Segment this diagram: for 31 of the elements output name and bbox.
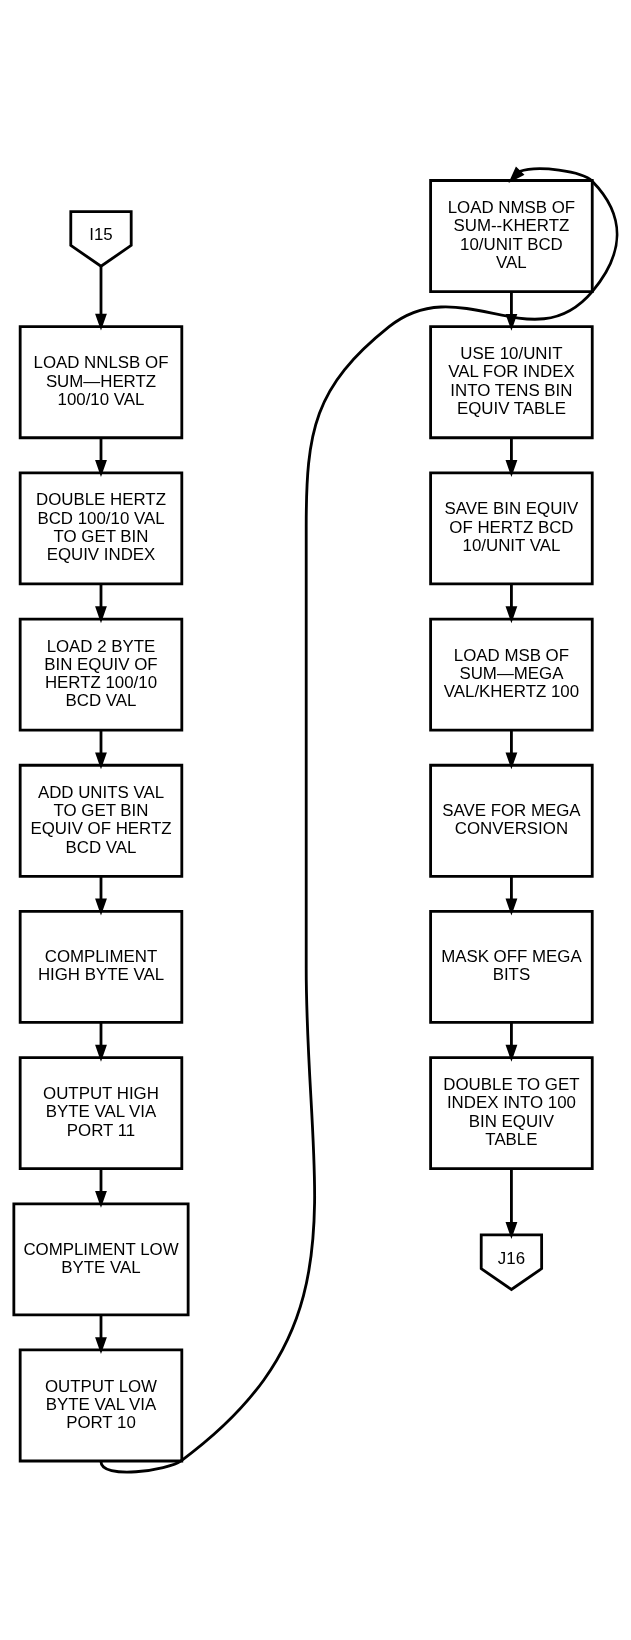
node-box: SAVE FOR MEGA CONVERSION [429,763,594,878]
node-box: OUTPUT LOW BYTE VAL VIA PORT 10 [18,1348,184,1462]
node-box: MASK OFF MEGA BITS [429,909,594,1024]
arrow [505,729,518,769]
arrow [95,1022,107,1062]
node-box: OUTPUT HIGH BYTE VAL VIA PORT 11 [18,1055,184,1170]
node-box: DOUBLE TO GET INDEX INTO 100 BIN EQUIV TABLE [429,1055,594,1170]
node-box: LOAD NNLSB OF SUM—HERTZ 100/10 VAL [18,324,184,439]
arrow [100,166,618,1473]
arrow [505,875,518,915]
arrow [95,437,107,477]
arrow [505,291,518,331]
node-box: ADD UNITS VAL TO GET BIN EQUIV OF HERTZ BCD VAL [18,763,184,878]
node-box: LOAD 2 BYTE BIN EQUIV OF HERTZ 100/10 BCD VAL [18,617,184,731]
node-box: DOUBLE HERTZ BCD 100/10 VAL TO GET BIN EQUIV INDEX [18,470,184,585]
arrow [95,583,107,623]
node-box: COMPLIMENT LOW BYTE VAL [12,1201,190,1316]
arrow [95,875,107,915]
node-box: LOAD NMSB OF SUM--KHERTZ 10/UNIT BCD VAL [429,178,594,293]
arrow [505,437,518,477]
node-box: COMPLIMENT HIGH BYTE VAL [18,909,184,1024]
arrow [95,729,107,769]
node-box: USE 10/UNIT VAL FOR INDEX INTO TENS BIN EQUIV TABLE [429,324,594,439]
node-box: SAVE BIN EQUIV OF HERTZ BCD 10/UNIT VAL [429,470,594,585]
arrow [505,1168,518,1239]
arrow [95,1168,107,1208]
arrow [505,583,518,623]
arrow [95,1314,107,1354]
arrow [95,265,107,331]
node-box: LOAD MSB OF SUM—MEGA VAL/KHERTZ 100 [429,617,594,731]
arrow [505,1022,518,1062]
